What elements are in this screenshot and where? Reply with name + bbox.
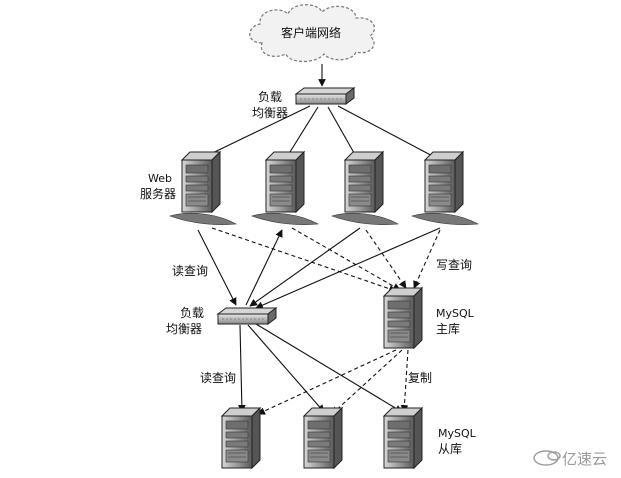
edge-web2-to-lb-mid	[245, 229, 283, 306]
mysql-slaves-label-1: MySQL	[438, 427, 477, 440]
lb-top-label-1: 负载	[258, 90, 282, 104]
mysql-master-label-2: 主库	[436, 321, 460, 336]
web-server-4	[424, 151, 464, 213]
mysql-master-label-1: MySQL	[436, 307, 475, 320]
edge-master-to-slave-1	[257, 349, 397, 415]
edge-web3-to-master	[365, 229, 407, 289]
mysql-slaves-label-2: 从库	[438, 441, 462, 456]
edge-lb-to-web-2	[284, 106, 319, 161]
client-network-cloud: 客户端网络	[249, 4, 375, 63]
watermark-logo-icon	[533, 450, 561, 466]
edge-lb-mid-to-slave-3	[255, 323, 403, 413]
web-server-3	[344, 151, 384, 213]
edge-web3-to-lb-mid	[249, 227, 361, 307]
lb-top-label-2: 均衡器	[252, 106, 288, 120]
web-servers: Web 服务器	[140, 151, 479, 226]
edge-web1-to-lb-mid	[197, 229, 237, 306]
edge-lb-to-web-3	[327, 106, 359, 161]
web-server-feathers	[169, 212, 479, 226]
client-network-label: 客户端网络	[281, 25, 341, 40]
watermark-text: 亿速云	[562, 450, 607, 468]
load-balancer-top: 负载 均衡器	[252, 87, 355, 120]
edge-web1-to-master	[211, 227, 397, 293]
lb-mid-label-2: 均衡器	[166, 322, 202, 336]
edge-master-to-slave-3	[400, 349, 409, 413]
mysql-slaves: MySQL 从库	[221, 407, 477, 469]
replication-label: 复制	[408, 371, 432, 385]
web-server-1	[181, 151, 221, 213]
mysql-master: MySQL 主库	[383, 287, 475, 349]
watermark: 亿速云	[533, 450, 607, 468]
write-query-label: 写查询	[436, 258, 472, 272]
edge-master-to-slave-2	[331, 349, 403, 415]
read-query-upper-label: 读查询	[172, 264, 208, 278]
edge-web4-to-master	[413, 229, 441, 289]
edge-lb-mid-to-slave-1	[237, 324, 246, 413]
mysql-slave-1	[221, 407, 261, 469]
web-server-label-1: Web	[148, 172, 172, 185]
mysql-slave-3	[383, 407, 423, 469]
edges	[197, 64, 441, 415]
web-server-label-2: 服务器	[140, 186, 176, 201]
read-query-lower-label: 读查询	[200, 371, 236, 385]
web-server-2	[265, 151, 305, 213]
edge-lb-mid-to-slave-2	[247, 324, 325, 413]
load-balancer-middle: 负载 均衡器	[166, 306, 277, 336]
edge-lb-to-web-4	[337, 105, 441, 161]
lb-mid-label-1: 负载	[180, 306, 204, 320]
edge-web4-to-lb-mid	[255, 227, 441, 309]
mysql-slave-2	[303, 407, 343, 469]
edge-lb-to-web-1	[197, 105, 311, 161]
